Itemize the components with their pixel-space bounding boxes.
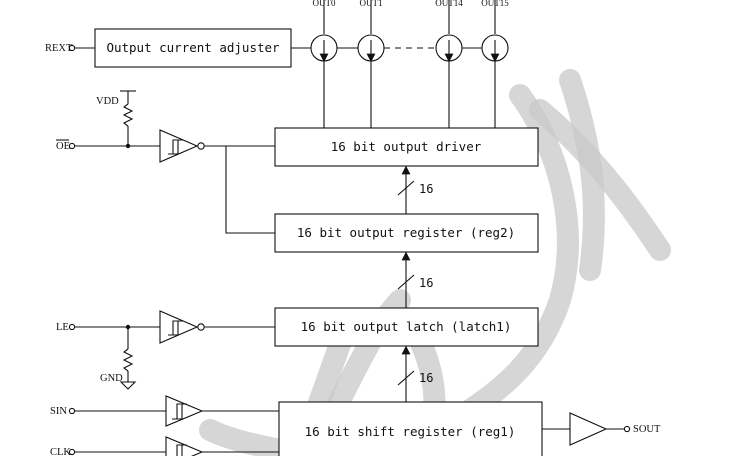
current-source-out14: [435, 0, 463, 128]
vdd-pullup: VDD: [96, 90, 136, 146]
shift-register-block: 16 bit shift register (reg1): [278, 401, 543, 456]
bus-width-label: 16: [419, 276, 433, 290]
bus-latch-to-reg2: 16: [397, 251, 433, 308]
current-source-out15: [481, 0, 509, 128]
rext-pin: REXT: [45, 43, 95, 54]
le-buffer: [159, 310, 205, 344]
sin-label: SIN: [50, 406, 67, 417]
adjuster-label: Output current adjuster: [106, 40, 280, 55]
rext-label: REXT: [45, 43, 73, 54]
le-label: LE: [56, 322, 69, 333]
output-driver-block: 16 bit output driver: [274, 127, 539, 167]
latch-label: 16 bit output latch (latch1): [301, 319, 512, 334]
bus-shift-to-latch: 16: [397, 345, 433, 402]
output-current-adjuster: Output current adjuster: [94, 28, 292, 68]
shift-label: 16 bit shift register (reg1): [305, 424, 516, 439]
oe-inverter-buffer: [159, 129, 205, 163]
le-pin: LE: [56, 322, 160, 333]
sout-pin: SOUT: [542, 412, 661, 446]
output-latch-block: 16 bit output latch (latch1): [274, 307, 539, 347]
gnd-pulldown: GND: [100, 327, 137, 390]
current-source-out1: [357, 0, 385, 128]
bus-width-label: 16: [419, 371, 433, 385]
gnd-label: GND: [100, 373, 123, 384]
reg2-label: 16 bit output register (reg2): [297, 225, 515, 240]
clk-pin: CLK: [50, 436, 279, 456]
out1-label: OUT1: [360, 0, 383, 8]
out15-label: OUT15: [481, 0, 509, 8]
oe-pin: OE: [56, 139, 160, 152]
driver-label: 16 bit output driver: [331, 139, 482, 154]
oe-label: OE: [56, 141, 70, 152]
current-source-out0: [310, 0, 338, 128]
out14-label: OUT14: [435, 0, 463, 8]
output-register-block: 16 bit output register (reg2): [274, 213, 539, 253]
clk-label: CLK: [50, 447, 71, 456]
sin-pin: SIN: [50, 395, 279, 427]
sout-label: SOUT: [633, 424, 661, 435]
out0-label: OUT0: [313, 0, 336, 8]
bus-width-label: 16: [419, 182, 433, 196]
vdd-label: VDD: [96, 96, 119, 107]
bus-reg2-to-driver: 16: [397, 165, 433, 214]
